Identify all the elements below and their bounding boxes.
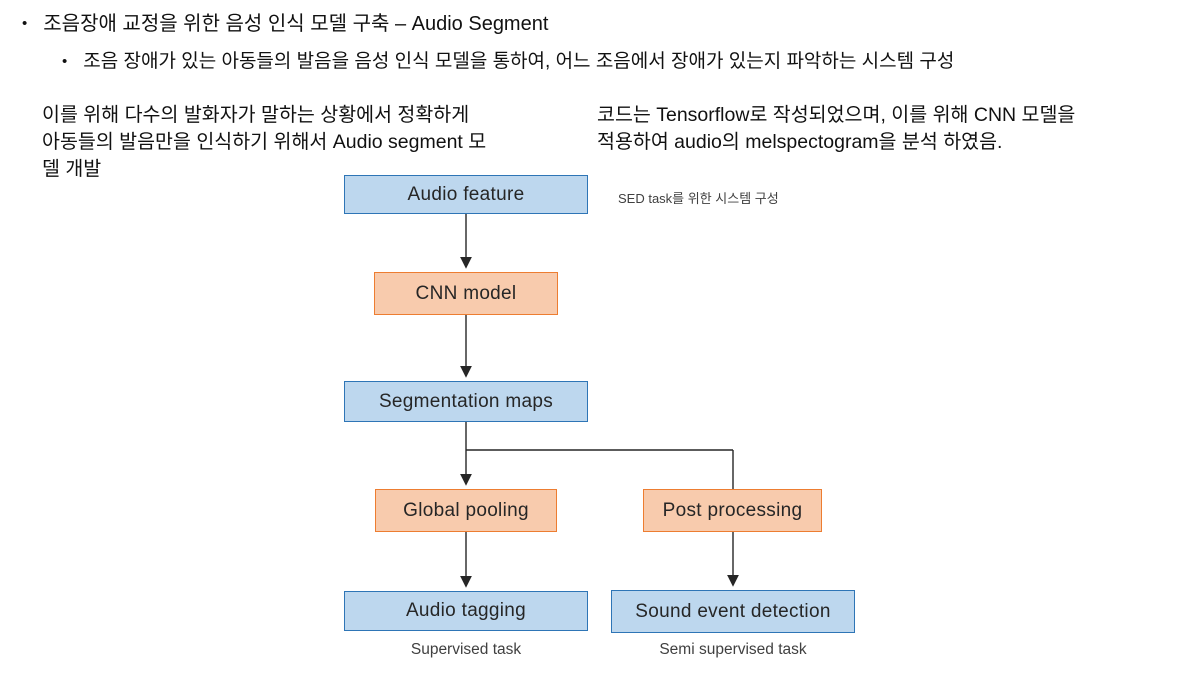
node-cnn-model: CNN model — [374, 272, 558, 315]
node-label: Audio feature — [407, 183, 525, 205]
node-label: Post processing — [662, 499, 803, 521]
node-label: Global pooling — [403, 499, 529, 521]
semi-supervised-task-label: Semi supervised task — [659, 641, 807, 658]
node-label: Audio tagging — [405, 600, 527, 621]
title-bullet-item: • 조음장애 교정을 위한 음성 인식 모델 구축 – Audio Segmen… — [22, 11, 548, 37]
left-paragraph: 이를 위해 다수의 발화자가 말하는 상황에서 정확하게 아동들의 발음만을 인… — [42, 104, 487, 180]
slide-subtitle: 조음 장애가 있는 아동들의 발음을 음성 인식 모델을 통하여, 어느 조음에… — [83, 51, 955, 72]
slide-title: 조음장애 교정을 위한 음성 인식 모델 구축 – Audio Segment — [43, 13, 549, 35]
sub-bullet-item: • 조음 장애가 있는 아동들의 발음을 음성 인식 모델을 통하여, 어느 조… — [62, 49, 954, 75]
bullet-icon: • — [22, 15, 28, 32]
supervised-task-label: Supervised task — [410, 641, 522, 658]
sed-caption: SED task를 위한 시스템 구성 — [618, 191, 779, 206]
right-paragraph: 코드는 Tensorflow로 작성되었으며, 이를 위해 CNN 모델을 적용… — [597, 104, 1076, 153]
node-label: Sound event detection — [635, 600, 831, 622]
node-segmentation-maps: Segmentation maps — [344, 381, 588, 422]
node-global-pooling: Global pooling — [375, 489, 557, 532]
node-label: CNN model — [415, 282, 517, 304]
bullet-icon: • — [62, 53, 68, 70]
node-audio-feature: Audio feature — [344, 175, 588, 214]
node-audio-tagging: Audio tagging — [344, 591, 588, 631]
node-sound-event-detection: Sound event detection — [611, 590, 855, 633]
node-label: Segmentation maps — [378, 390, 554, 412]
node-post-processing: Post processing — [643, 489, 822, 532]
